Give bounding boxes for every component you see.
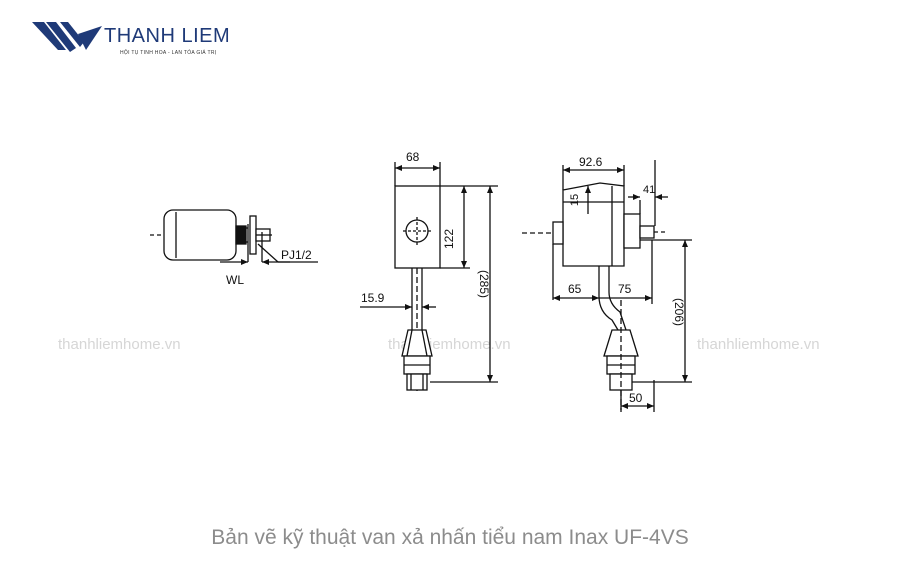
front-total-height-dim: (285) [477,270,491,298]
side-right-dim: 75 [618,282,632,296]
logo-mark-icon [32,22,102,52]
side-view [522,160,692,412]
side-height-dim: (206) [672,298,686,326]
drawing-caption: Bản vẽ kỹ thuật van xả nhấn tiểu nam Ina… [211,526,689,549]
brand-logo: THANH LIEM HỘI TỤ TINH HOA - LAN TỎA GIÁ… [32,18,242,62]
side-handle-dim: 41 [643,184,655,196]
watermark-right: thanhliemhome.vn [697,336,820,353]
plan-view [150,209,318,265]
front-pipe-dim: 15.9 [361,291,385,305]
logo-name: THANH LIEM [104,25,231,47]
front-width-dim: 68 [406,150,420,164]
side-offset-dim: 15 [569,194,581,206]
side-depth-dim: 92.6 [579,155,603,169]
front-view [360,162,498,394]
logo-tagline: HỘI TỤ TINH HOA - LAN TỎA GIÁ TRỊ [120,50,217,56]
side-left-dim: 65 [568,282,582,296]
side-bottom-dim: 50 [629,391,643,405]
plan-wl-label: WL [226,273,244,287]
plan-thread-label: PJ1/2 [281,248,312,262]
front-upper-height-dim: 122 [442,229,456,249]
watermark-left: thanhliemhome.vn [58,336,181,353]
